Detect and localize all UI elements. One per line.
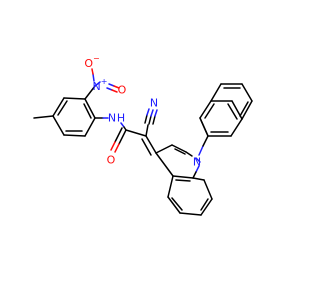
ring-double-bond: [57, 100, 68, 116]
nitrile-bond: [146, 108, 150, 116]
n-o-double-bond: [106, 87, 113, 91]
ring-bond: [203, 179, 213, 200]
ring-bond: [155, 152, 174, 177]
c-n-bond: [84, 85, 96, 100]
c-o-bond: [118, 129, 127, 145]
n-ch2-bond: [198, 145, 204, 156]
nitrile-bond: [152, 115, 156, 125]
nitro-nitrogen: N+: [93, 77, 108, 93]
amide-group: N H O: [94, 112, 127, 167]
n-ch2-bond: [202, 135, 209, 147]
ring-bond: [195, 157, 201, 163]
methylene-linker: [198, 135, 209, 156]
ring-double-bond: [83, 103, 92, 119]
ring-double-bond: [227, 103, 238, 120]
c-o-bond: [114, 143, 120, 153]
ring-bond: [63, 97, 86, 100]
methyl-bond: [33, 115, 54, 119]
ring-double-bond: [239, 101, 249, 117]
ring-bond: [230, 118, 243, 137]
ring-bond: [172, 175, 194, 179]
nitrile-bond: [150, 109, 154, 117]
ring-bond: [185, 151, 193, 157]
nitrile-bond: [144, 114, 148, 124]
c-cn-bond: [145, 124, 149, 137]
ring-double-bond: [171, 197, 183, 211]
c-n-bond: [94, 81, 101, 87]
indole-ring: N: [155, 144, 213, 216]
ring-bond: [84, 98, 96, 119]
ring-bond: [199, 117, 209, 137]
ring-bond: [155, 144, 173, 154]
indole-nitrogen: N: [193, 156, 201, 169]
c-o-double-bond: [110, 141, 116, 151]
nitro-group: O− N+ O: [84, 54, 127, 100]
nitro-oxygen: O: [118, 84, 127, 97]
ring-bond: [195, 165, 200, 173]
ring-bond: [171, 144, 187, 153]
cyano-alkene: N: [125, 97, 158, 156]
amide-oxygen: O: [107, 154, 116, 167]
ring-bond: [241, 100, 253, 120]
ring-bond: [84, 117, 96, 137]
ring-bond: [241, 83, 253, 102]
amide-nitrogen: N: [108, 112, 116, 125]
molecule-structure: O− N+ O N H O N: [33, 54, 253, 216]
nitrile-bond: [148, 115, 152, 125]
n-c-bond: [120, 122, 125, 128]
ring-double-bond: [175, 179, 191, 182]
ring-bond: [63, 134, 86, 137]
n-o-single-bond: [92, 73, 95, 82]
ring-double-bond: [174, 148, 186, 155]
nitro-oxygen-minus: O−: [84, 54, 99, 70]
ring-bond: [167, 196, 181, 214]
n-o-double-bond: [113, 85, 120, 89]
n-o-double-bond: [111, 89, 118, 93]
amide-hydrogen: H: [117, 112, 125, 125]
n-o-double-bond: [108, 83, 115, 87]
tolyl-ring: [33, 97, 96, 137]
ring-bond: [179, 212, 202, 216]
n-o-single-bond: [91, 68, 94, 75]
c-c-bond: [125, 129, 147, 137]
ring-double-bond: [200, 198, 209, 211]
ring-bond: [52, 97, 65, 117]
ring-double-bond: [204, 103, 215, 119]
ring-bond: [167, 175, 174, 198]
ring-bond: [200, 198, 213, 216]
structure-canvas: O− N+ O N H O N: [33, 54, 253, 216]
nitrile-bond: [154, 109, 158, 117]
alkene-double-bond: [141, 138, 152, 156]
ring-bond: [52, 115, 65, 136]
naphthalene-ring: [199, 83, 253, 137]
nitrile-nitrogen: N: [150, 97, 158, 110]
alkene-bond: [145, 135, 157, 154]
ring-bond: [199, 100, 212, 119]
ring-bond: [192, 171, 197, 179]
ring-bond: [192, 177, 205, 181]
ring-bond: [210, 83, 222, 102]
c-o-double-bond: [114, 127, 123, 143]
